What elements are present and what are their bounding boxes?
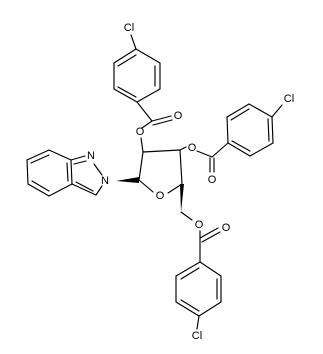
bond-top-carbonyl-ester-o [141, 120, 153, 129]
bond-bottom-carbonyl-o-double-b [201, 231, 221, 243]
n-atom-n2-indazole: N [101, 175, 109, 187]
o-atom-c5-carbonyl: O [222, 222, 231, 234]
bond-c1-c2 [138, 151, 144, 181]
bond-top-ester-o-c2 [140, 137, 144, 153]
bond-right-ester-o-c3 [179, 146, 187, 151]
bond-c4-o4 [167, 183, 183, 194]
top-chlorophenyl-ring [113, 48, 161, 103]
o-atom-c2-carbonyl: O [174, 110, 183, 122]
bond-bottom-ring-cl [196, 315, 200, 330]
indazole-benzo-ring [26, 149, 73, 197]
bond-right-ring-carbonyl [211, 142, 229, 158]
bond-top-carbonyl-o-double-a [151, 115, 172, 122]
wedge-c4-ch2 [180, 184, 184, 212]
cl-atom-bottom: Cl [192, 330, 202, 342]
bond-top-ring-carbonyl [136, 101, 153, 122]
bond-c2-c3 [142, 149, 181, 153]
bottom-chlorophenyl-ring [175, 261, 222, 317]
bond-o4-c1 [138, 179, 154, 193]
o-atom-c2-ester: O [136, 126, 145, 138]
cl-atom-right: Cl [284, 93, 294, 105]
bond-right-ring-cl [271, 104, 283, 118]
indazole-pyrazole-ring [70, 155, 103, 196]
bond-c3-c4 [179, 149, 183, 185]
bond-bottom-carbonyl-o-double-a [199, 227, 219, 239]
bond-ch2-o [180, 211, 193, 221]
o-atom-c3-ester: O [188, 142, 197, 154]
o-atom-ring: O [156, 190, 165, 202]
o-atom-c5-ester: O [195, 219, 204, 231]
wedge-c1-n [116, 177, 139, 183]
o-atom-c3-carbonyl: O [208, 174, 217, 186]
bond-top-carbonyl-o-double-b [152, 119, 173, 126]
cl-atom-top: Cl [124, 22, 134, 34]
bond-top-ring-cl [130, 34, 137, 50]
n-atom-n1-indazole: N [87, 150, 95, 162]
right-chlorophenyl-ring [226, 103, 274, 157]
bond-right-carbonyl-ester-o [196, 150, 213, 158]
